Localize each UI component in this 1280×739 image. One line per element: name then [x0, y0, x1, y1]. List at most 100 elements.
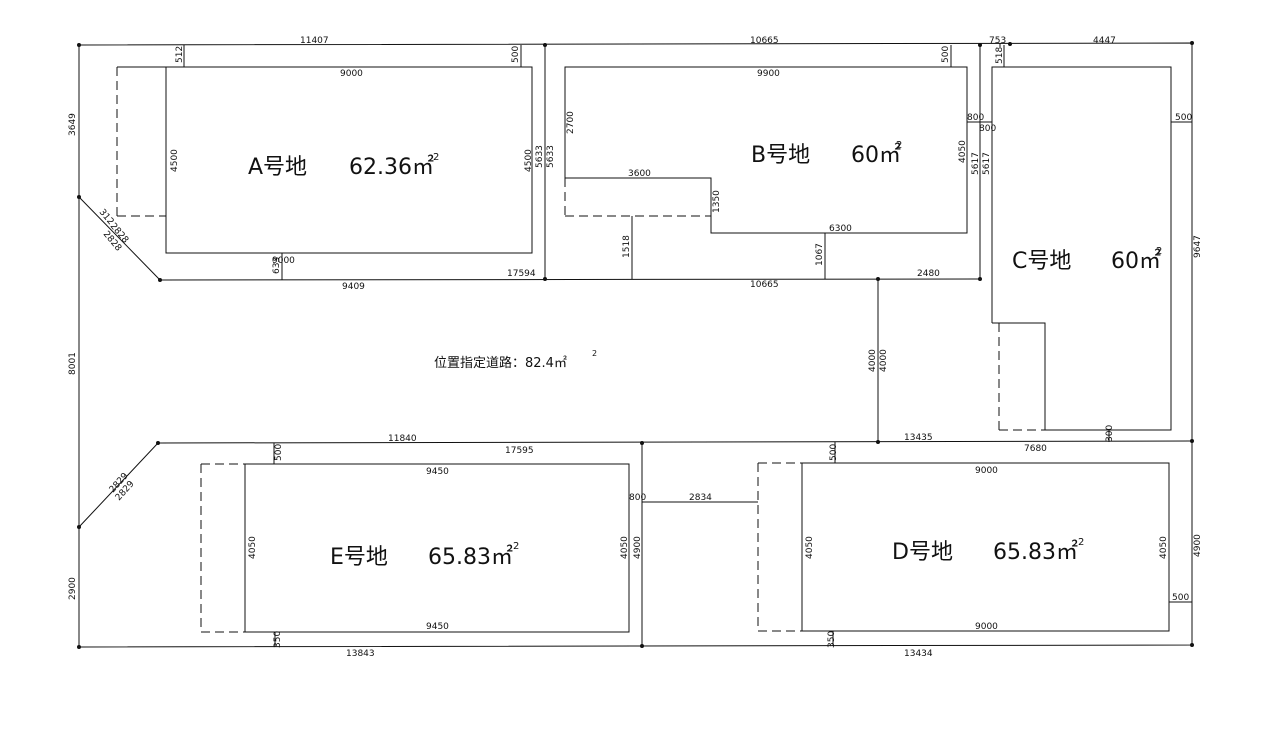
dim-label: 9647: [1193, 235, 1203, 258]
lot-labels: A号地 62.36㎡ 2 B号地 60㎡ 2 C号地 60㎡ 2 E号地 65.…: [248, 140, 1162, 570]
dim-label: 6300: [829, 224, 852, 234]
lot-d-name: D号地: [892, 540, 953, 565]
dim-label: 4050: [248, 536, 258, 559]
point-marker: [543, 43, 547, 47]
dim-label: 500: [511, 46, 521, 63]
lot-d-area: 65.83㎡: [993, 539, 1078, 565]
lot-e-name: E号地: [330, 545, 388, 570]
dim-label: 11840: [388, 434, 417, 444]
point-marker: [876, 440, 880, 444]
lot-a-building: [116, 66, 533, 254]
dim-label: 518: [995, 47, 1005, 64]
dim-label: 350: [273, 631, 283, 648]
dim-label: 17595: [505, 446, 534, 456]
lot-a-name: A号地: [248, 155, 307, 180]
dim-label: 4000: [879, 349, 889, 372]
point-marker: [876, 277, 880, 281]
road-label: 位置指定道路：82.4㎡: [434, 355, 567, 371]
dim-label: 3649: [68, 113, 78, 136]
dim-label: 4447: [1093, 36, 1116, 46]
dim-label: 2900: [68, 577, 78, 600]
lot-b-area-sup: 2: [896, 140, 902, 151]
dim-label: 753: [989, 36, 1006, 46]
dim-label: 1518: [622, 235, 632, 258]
dim-label: 5633: [546, 145, 556, 168]
setback-dimension-lines: [183, 45, 1192, 647]
dim-label: 500: [1175, 113, 1192, 123]
dim-label: 9000: [975, 622, 998, 632]
point-marker: [158, 278, 162, 282]
dim-label: 4050: [958, 140, 968, 163]
point-marker: [77, 645, 81, 649]
lot-b-area: 60㎡: [851, 142, 901, 168]
dim-label: 5617: [982, 152, 992, 175]
dim-label: 9450: [426, 467, 449, 477]
dim-label: 10665: [750, 36, 779, 46]
dim-label: 2480: [917, 269, 940, 279]
dim-label: 7680: [1024, 444, 1047, 454]
lot-c-area: 60㎡: [1111, 248, 1161, 274]
dim-label: 500: [941, 46, 951, 63]
dim-label: 9900: [757, 69, 780, 79]
dim-label: 500: [1172, 593, 1189, 603]
dim-label: 13434: [904, 649, 933, 659]
lot-c-name: C号地: [1012, 249, 1071, 274]
lot-e-area: 65.83㎡: [428, 544, 513, 570]
dim-label: 13435: [904, 433, 933, 443]
lot-a-area: 62.36㎡: [349, 154, 434, 180]
lot-b-name: B号地: [751, 143, 810, 168]
point-marker: [1190, 439, 1194, 443]
dim-label: 2834: [689, 493, 712, 503]
point-marker: [1190, 41, 1194, 45]
dim-label: 500: [274, 444, 284, 461]
dim-label: 4050: [620, 536, 630, 559]
dim-label: 2700: [566, 111, 576, 134]
point-marker: [77, 195, 81, 199]
dimension-labels: 11407 10665 753 4447 512 500 500 518 900…: [68, 36, 1203, 659]
point-marker: [543, 277, 547, 281]
lot-a-area-sup: 2: [433, 152, 439, 163]
dim-label: 4500: [170, 149, 180, 172]
point-marker: [77, 43, 81, 47]
dim-label: 8001: [68, 352, 78, 375]
point-marker: [77, 525, 81, 529]
lot-b-building: [564, 66, 968, 234]
point-marker: [978, 43, 982, 47]
dim-label: 9000: [975, 466, 998, 476]
dim-label: 350: [827, 631, 837, 648]
dim-label: 5617: [971, 152, 981, 175]
dim-label: 4500: [524, 149, 534, 172]
dim-label: 4900: [1193, 534, 1203, 557]
point-marker: [640, 441, 644, 445]
dim-label: 1067: [815, 243, 825, 266]
lot-e-area-sup: 2: [513, 541, 519, 552]
point-marker: [1190, 643, 1194, 647]
dim-label: 633: [272, 257, 282, 274]
lot-d-building: [757, 462, 1170, 632]
dim-label: 9450: [426, 622, 449, 632]
dim-label: 800: [629, 493, 646, 503]
dim-label: 9000: [340, 69, 363, 79]
point-marker: [640, 644, 644, 648]
dim-label: 11407: [300, 36, 329, 46]
road-area-sup: 2: [592, 349, 597, 358]
dim-label: 512: [175, 46, 185, 63]
dim-label: 13843: [346, 649, 375, 659]
dim-label: 300: [1105, 425, 1115, 442]
dim-label: 1350: [712, 190, 722, 213]
dim-label: 4000: [868, 349, 878, 372]
dim-label: 500: [829, 444, 839, 461]
dim-label: 4050: [1159, 536, 1169, 559]
dim-label: 800: [967, 113, 984, 123]
dim-label: 17594: [507, 269, 536, 279]
point-marker: [156, 441, 160, 445]
dim-label: 10665: [750, 280, 779, 290]
dim-label: 800: [979, 124, 996, 134]
lot-c-building: [991, 66, 1172, 431]
point-marker: [978, 277, 982, 281]
dim-label: 3600: [628, 169, 651, 179]
lot-d-area-sup: 2: [1078, 537, 1084, 548]
dim-label: 4050: [805, 536, 815, 559]
dim-label: 4900: [633, 536, 643, 559]
